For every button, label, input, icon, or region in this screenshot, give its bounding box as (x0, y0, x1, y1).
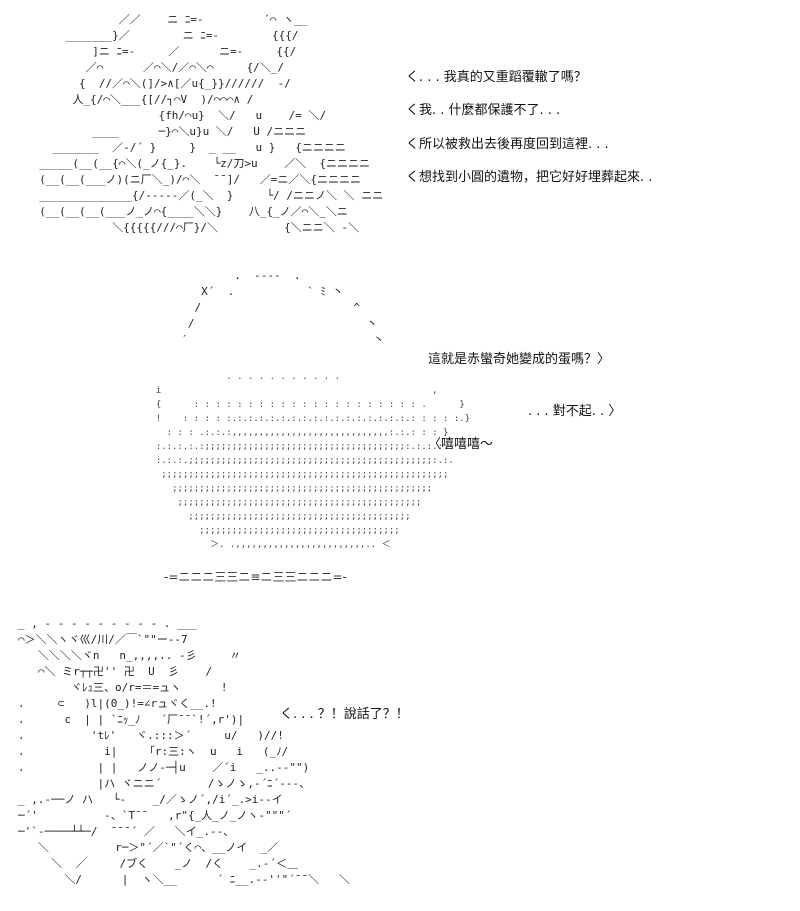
dialogue-line-8: く. . . ？！說話了？！ (280, 707, 409, 722)
dialogue-line-6: . . . 對不起. . 〉 (528, 404, 622, 419)
dialogue-line-5: 這就是赤蠻奇她變成的蛋嗎？〉 (428, 352, 611, 367)
dialogue-line-1: く. . . 我真的又重蹈覆轍了嗎？ (406, 70, 587, 85)
dialogue-line-7: 〈嘻嘻嘻～ (428, 437, 494, 452)
panel-3: _ , - - - - - - - - - . ___ ⌒＞＼＼ヽヾ巛/川/／￣… (0, 600, 800, 911)
panel-1: ／／ ニ ﾆ=- ´⌒ ヽ__ _______}／ ニ ﾆ=- {{{/ ]ニ … (0, 0, 800, 260)
dialogue-line-4: く想找到小圓的遺物，把它好好埋葬起來. . (406, 170, 653, 185)
panel-2: . ---- . X´ . ` ﾐ 丶 / ^ / 丶 ′ 丶 . . . . … (0, 262, 800, 592)
ascii-art-egg-top: . ---- . X´ . ` ﾐ 丶 / ^ / 丶 ′ 丶 (181, 269, 385, 346)
dialogue-line-3: く所以被救出去後再度回到這裡. . . (406, 137, 609, 152)
ascii-art-figure-2: _ , - - - - - - - - - . ___ ⌒＞＼＼ヽヾ巛/川/／￣… (18, 617, 351, 886)
dialogue-line-2: く我. . 什麼都保護不了. . . (406, 103, 561, 118)
ascii-art-figure-1: ／／ ニ ﾆ=- ´⌒ ヽ__ _______}／ ニ ﾆ=- {{{/ ]ニ … (39, 13, 384, 234)
ascii-art-egg-body: . . . . . . . . . . . i , { : : : : : : … (155, 372, 471, 550)
egg-base: -=ニニニ三三ニ≡ニ三三ニニニ=- (164, 570, 347, 584)
